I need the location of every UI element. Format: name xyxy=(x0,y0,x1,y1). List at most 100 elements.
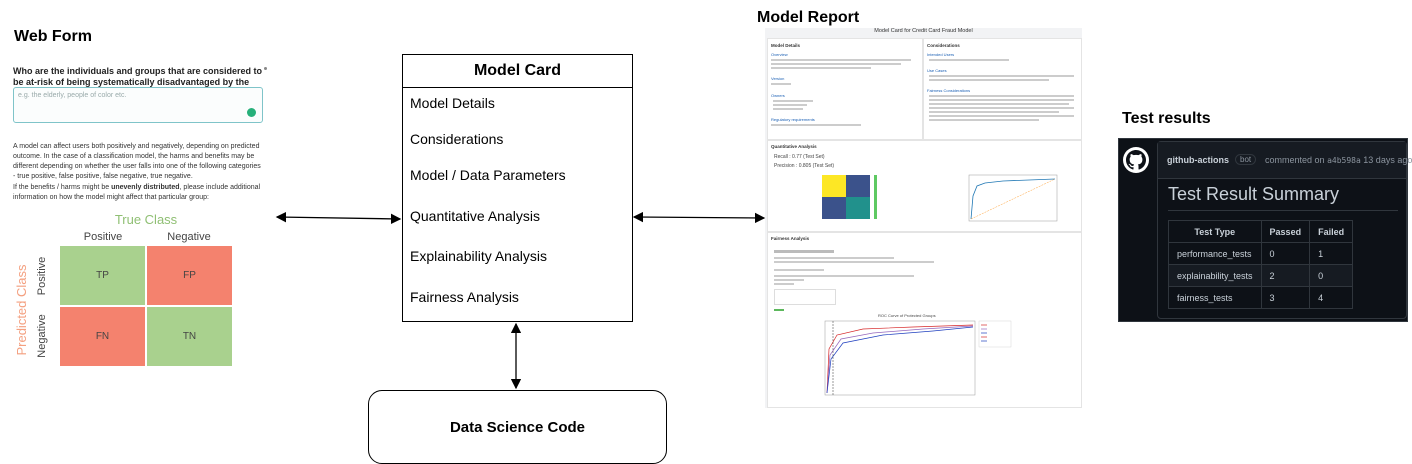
cell-test-type: performance_tests xyxy=(1168,242,1262,265)
test-results-heading: Test results xyxy=(1122,110,1211,127)
model-card-item: Considerations xyxy=(410,131,504,147)
model-card-header: Model Card xyxy=(403,55,632,88)
report-considerations-panel: Considerations Intended Users Use Cases … xyxy=(923,38,1082,140)
data-science-code-box: Data Science Code xyxy=(368,390,667,464)
report-subheading: Fairness Considerations xyxy=(927,88,971,93)
web-form-heading: Web Form xyxy=(14,28,92,45)
report-text-line xyxy=(774,269,824,271)
report-text-line xyxy=(929,79,1049,81)
report-pass-mark xyxy=(774,309,784,311)
required-dot xyxy=(264,67,267,70)
cell-fn: FN xyxy=(60,307,145,366)
col-negative-label: Negative xyxy=(167,231,211,243)
report-text-line xyxy=(929,99,1074,101)
test-results-panel: github-actions bot commented on a4b598a … xyxy=(1118,138,1412,322)
col-test-type: Test Type xyxy=(1168,220,1262,243)
report-fair-subtitle: ROC Curve of Protected Groups xyxy=(878,313,936,318)
cell-fp: FP xyxy=(147,246,232,305)
model-card-item: Explainability Analysis xyxy=(410,248,547,264)
report-text-line xyxy=(773,108,803,110)
model-card-title: Model Card xyxy=(473,62,562,79)
report-metric-precision: Precision : 0.805 (Test Set) xyxy=(774,163,835,169)
report-metric-recall: Recall : 0.77 (Test Set) xyxy=(774,154,825,160)
github-avatar[interactable] xyxy=(1123,147,1149,173)
report-subheading: Overview xyxy=(771,52,788,57)
cell-tp: TP xyxy=(60,246,145,305)
summary-title: Test Result Summary xyxy=(1168,184,1340,204)
report-text-line xyxy=(929,59,1009,61)
comment-header: github-actions bot commented on a4b598a … xyxy=(1158,142,1412,179)
report-subheading: Regulatory requirements xyxy=(771,117,815,122)
col-failed: Failed xyxy=(1309,220,1354,243)
cell-passed: 2 xyxy=(1260,264,1311,287)
cell-tn: TN xyxy=(147,307,232,366)
table-row: performance_tests 0 1 xyxy=(1168,242,1354,265)
cell-passed: 3 xyxy=(1260,286,1311,309)
report-text-line xyxy=(771,83,791,85)
report-text-line xyxy=(929,107,1074,109)
col-positive-label: Positive xyxy=(83,231,123,243)
report-text-line xyxy=(771,63,901,65)
report-text-line xyxy=(774,283,794,285)
cell-failed: 4 xyxy=(1309,286,1354,309)
report-subheading: Intended Users xyxy=(927,52,955,57)
report-text-line xyxy=(771,59,911,61)
report-title: Model Card for Credit Card Fraud Model xyxy=(874,28,973,34)
col-passed: Passed xyxy=(1260,220,1311,243)
report-subheading: Owners xyxy=(771,93,785,98)
report-text-line xyxy=(774,257,894,259)
report-text-line xyxy=(929,75,1074,77)
comment-box: github-actions bot commented on a4b598a … xyxy=(1157,141,1412,319)
arrow-modelcard-report xyxy=(632,211,766,224)
comment-user[interactable]: github-actions xyxy=(1167,155,1229,165)
report-text-line xyxy=(774,261,934,263)
grammar-check-icon[interactable] xyxy=(247,108,256,117)
report-confusion-heatmap xyxy=(822,175,877,219)
web-form-paragraph-2: If the benefits / harms might be unevenl… xyxy=(13,184,261,201)
report-text-line xyxy=(774,250,834,253)
model-report-heading: Model Report xyxy=(757,9,860,26)
report-text-line xyxy=(774,275,914,277)
table-header-row: Test Type Passed Failed xyxy=(1168,220,1354,243)
input-placeholder: e.g. the elderly, people of color etc. xyxy=(18,92,127,99)
report-text-line xyxy=(929,95,1074,97)
report-text-line xyxy=(929,103,1069,105)
model-card-box: Model Card Model Details Considerations … xyxy=(402,54,633,322)
cell-passed: 0 xyxy=(1260,242,1311,265)
true-class-label: True Class xyxy=(114,212,178,227)
report-subheading: Version xyxy=(771,76,785,81)
model-card-item: Model Details xyxy=(410,95,495,111)
cell-failed: 0 xyxy=(1309,264,1354,287)
model-card-item: Quantitative Analysis xyxy=(410,208,540,224)
web-form-paragraph-1: A model can affect users both positively… xyxy=(13,143,261,180)
cell-failed: 1 xyxy=(1309,242,1354,265)
report-roc-small xyxy=(968,174,1058,222)
model-card-item: Fairness Analysis xyxy=(410,289,519,305)
cell-test-type: explainability_tests xyxy=(1168,264,1262,287)
arrow-webform-modelcard xyxy=(275,211,402,225)
report-fairness-panel: Fairness Analysis ROC Curve of Protected… xyxy=(767,232,1082,408)
github-icon xyxy=(1126,150,1146,170)
report-model-details-panel: Model Details Overview Version Owners Re… xyxy=(767,38,923,140)
report-quant-panel: Quantitative Analysis Recall : 0.77 (Tes… xyxy=(767,140,1082,232)
report-text-line xyxy=(773,104,807,106)
cell-test-type: fairness_tests xyxy=(1168,286,1262,309)
results-table: Test Type Passed Failed performance_test… xyxy=(1168,220,1354,309)
model-report-page: Model Card for Credit Card Fraud Model M… xyxy=(765,28,1082,408)
report-text-line xyxy=(771,67,871,69)
table-row: fairness_tests 3 4 xyxy=(1168,286,1354,309)
risk-groups-input[interactable]: e.g. the elderly, people of color etc. xyxy=(13,87,263,123)
report-text-line xyxy=(929,115,1074,117)
report-roc-groups xyxy=(824,320,1012,396)
summary-divider xyxy=(1168,210,1398,211)
report-section-title: Model Details xyxy=(771,43,801,48)
report-text-line xyxy=(771,124,861,126)
report-text-line xyxy=(929,111,1059,113)
table-row: explainability_tests 2 0 xyxy=(1168,264,1354,287)
report-section-title: Quantitative Analysis xyxy=(771,144,817,149)
report-text-line xyxy=(774,279,804,281)
report-text-line xyxy=(929,119,1039,121)
report-text-line xyxy=(773,100,813,102)
report-section-title: Considerations xyxy=(927,43,960,48)
